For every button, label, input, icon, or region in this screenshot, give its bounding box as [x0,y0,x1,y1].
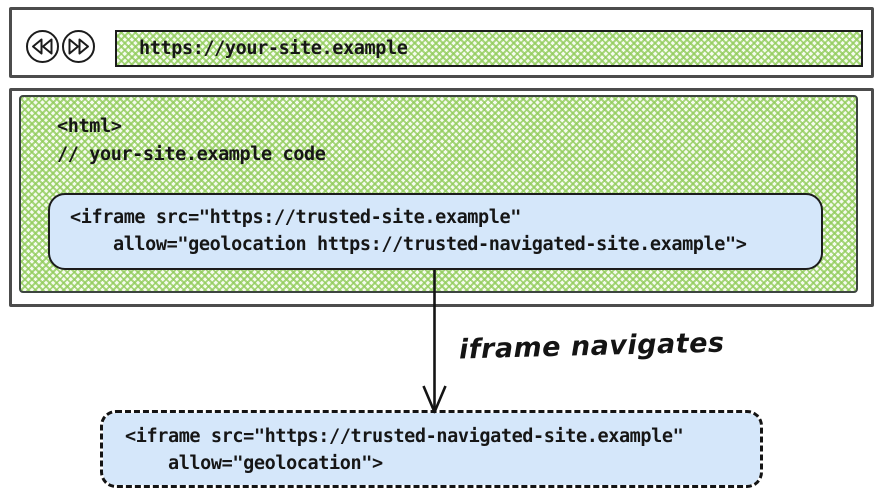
url-text: https://your-site.example [139,38,408,59]
arrow-label: iframe navigates [458,327,725,366]
code-line-html-open: <html> [57,116,122,137]
url-bar[interactable]: https://your-site.example [115,30,863,67]
back-button[interactable] [25,29,60,64]
rewind-icon [25,30,60,68]
forward-button[interactable] [61,29,96,64]
browser-chrome: https://your-site.example [9,7,874,78]
down-arrow [422,270,447,414]
browser-viewport: <html> // your-site.example code <iframe… [9,88,874,307]
navigated-iframe-allow-line: allow="geolocation"> [125,453,383,474]
iframe-src-line: <iframe src="https://trusted-site.exampl… [70,207,521,228]
page-source-code: <html> // your-site.example code [57,113,326,169]
fast-forward-icon [61,30,96,68]
navigated-iframe-src-line: <iframe src="https://trusted-navigated-s… [125,426,684,447]
page-content-area: <html> // your-site.example code <iframe… [19,95,858,293]
iframe-allow-line: allow="geolocation https://trusted-navig… [70,234,747,255]
navigated-iframe-code-box: <iframe src="https://trusted-navigated-s… [100,410,763,488]
code-line-comment: // your-site.example code [57,144,326,165]
embedded-iframe-code-box: <iframe src="https://trusted-site.exampl… [48,193,823,270]
